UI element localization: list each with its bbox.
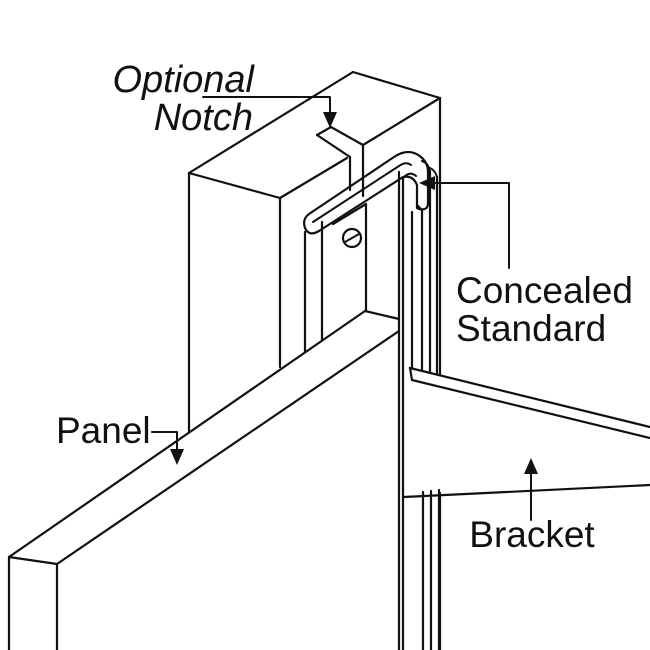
concealed-standard-label-line2: Standard [456,308,606,349]
bracket-label: Bracket [469,514,595,555]
notch-opening-back-edge [329,125,365,147]
panel-top-back-edge [7,309,367,559]
bracket-bottom-edge [402,483,650,499]
optional-notch-cut [315,125,365,198]
panel-arrow [170,449,184,465]
panel-board [7,309,401,650]
screw-head [341,227,363,249]
notch-opening-left-edge [315,125,333,137]
block-right-face-top-edge-right [361,96,442,147]
notch-opening-front-edge [315,133,352,159]
standard-top-inside-hook [403,172,417,178]
bracket-left-end-tick [408,366,414,382]
bracket-arrow [524,458,538,474]
panel-left-end-top-edge [7,555,59,566]
screw-slot-line [344,233,360,243]
callout-labels: Optional Notch Concealed Standard Panel … [56,59,633,555]
concealed-standard-leader [434,182,510,269]
shelf-bracket [402,366,650,499]
optional-notch-leader [202,96,331,114]
bracket-top-outer-edge [408,366,650,429]
standard-right-line-3-cap [429,167,438,178]
hook-arm-crease-line [312,162,412,223]
optional-notch-label-line1: Optional [112,59,255,101]
block-right-face-top-edge-left [278,156,349,200]
standard-right-line-2-cap [421,160,431,172]
panel-top-front-edge [55,329,401,566]
panel-leader [151,431,178,451]
panel-top-back-end-connector [363,309,401,321]
standard-right-line-1-cap [416,204,423,211]
screw-head-circle [341,227,363,249]
concealed-standard [397,160,441,650]
callout-leaders [151,96,538,521]
block-front-top-edge [187,171,282,200]
optional-notch-label-line2: Notch [154,97,253,139]
optional-notch-arrow [323,112,337,128]
standard-face-plate [303,202,368,354]
bracket-hook-arm [303,150,430,235]
panel-label: Panel [56,410,151,451]
plate-top-edge [331,202,368,226]
block-top-right-edge [351,70,442,100]
concealed-standard-label-line1: Concealed [456,270,633,311]
concealed-standard-arrow [419,176,435,190]
block-top-left-edge [187,70,355,175]
hook-arm-outline [303,150,430,235]
bracket-top-inner-edge [410,378,650,440]
